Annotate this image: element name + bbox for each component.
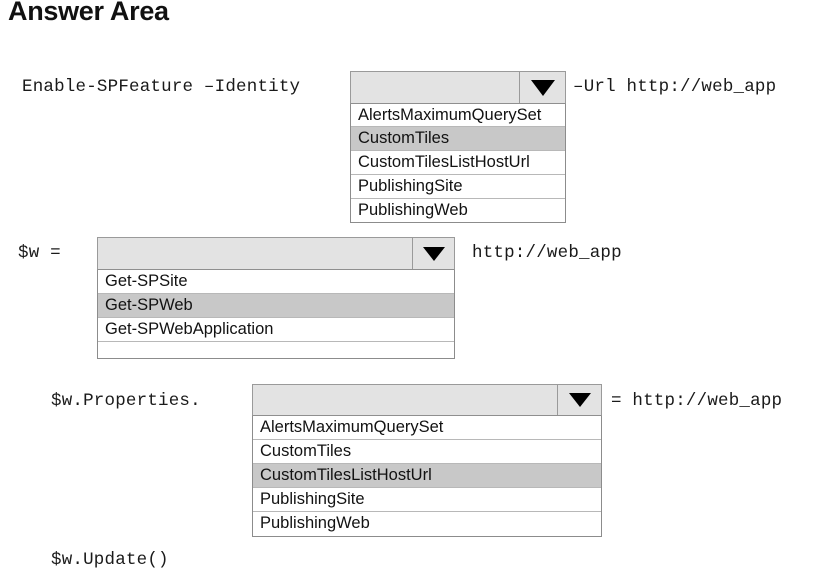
row-3-label: $w.Properties.	[51, 391, 201, 411]
row-1-option-list[interactable]: AlertsMaximumQuerySet CustomTiles Custom…	[350, 104, 566, 223]
row-3-option-list[interactable]: AlertsMaximumQuerySet CustomTiles Custom…	[252, 416, 602, 537]
list-item[interactable]: Get-SPSite	[98, 270, 454, 294]
page-title: Answer Area	[8, 0, 169, 26]
list-item[interactable]: CustomTilesListHostUrl	[351, 151, 565, 175]
row-3-dropdown[interactable]	[252, 384, 602, 416]
chevron-down-icon	[422, 246, 445, 261]
list-item[interactable]: CustomTiles	[351, 127, 565, 151]
row-2-label: $w =	[18, 243, 61, 263]
list-item[interactable]: PublishingWeb	[351, 199, 565, 222]
row-1-dropdown[interactable]	[350, 71, 566, 104]
chevron-down-icon	[568, 393, 591, 407]
row-3-dropdown-arrow-button[interactable]	[558, 385, 601, 415]
list-item[interactable]: CustomTilesListHostUrl	[253, 464, 601, 488]
row-2-dropdown-arrow-button[interactable]	[413, 238, 454, 269]
row-1-dropdown-value[interactable]	[351, 72, 520, 103]
row-1-suffix: –Url http://web_app	[573, 77, 777, 97]
list-item[interactable]: PublishingSite	[351, 175, 565, 199]
chevron-down-icon	[530, 79, 555, 96]
list-item[interactable]: Get-SPWeb	[98, 294, 454, 318]
footer-label: $w.Update()	[51, 550, 169, 570]
list-item[interactable]: CustomTiles	[253, 440, 601, 464]
list-item[interactable]: PublishingSite	[253, 488, 601, 512]
row-2-option-list[interactable]: Get-SPSite Get-SPWeb Get-SPWebApplicatio…	[97, 270, 455, 359]
row-3-suffix: = http://web_app	[611, 391, 783, 411]
row-2-dropdown[interactable]	[97, 237, 455, 270]
row-1-dropdown-arrow-button[interactable]	[520, 72, 565, 103]
list-item[interactable]: AlertsMaximumQuerySet	[253, 416, 601, 440]
row-2-suffix: http://web_app	[472, 243, 622, 263]
list-item[interactable]: Get-SPWebApplication	[98, 318, 454, 342]
list-empty-space	[98, 342, 454, 357]
list-item[interactable]: PublishingWeb	[253, 512, 601, 535]
row-3-dropdown-value[interactable]	[253, 385, 558, 415]
row-1-label: Enable-SPFeature –Identity	[22, 77, 301, 97]
row-2-dropdown-value[interactable]	[98, 238, 413, 269]
list-item[interactable]: AlertsMaximumQuerySet	[351, 104, 565, 127]
